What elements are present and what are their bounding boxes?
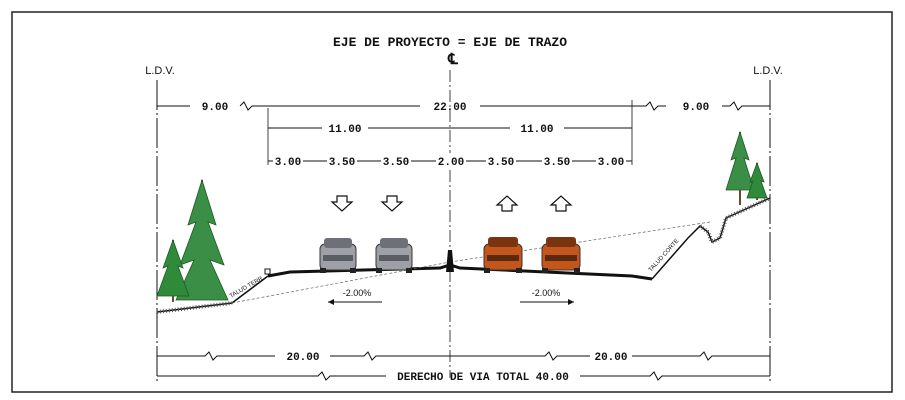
lane-direction-arrows: [330, 195, 573, 212]
dim-row-left: 20.00: [286, 352, 319, 364]
lane-dim-6: 3.00: [598, 157, 624, 169]
page-title: EJE DE PROYECTO = EJE DE TRAZO: [333, 35, 567, 50]
dim-row-total: DERECHO DE VIA TOTAL 40.00: [397, 372, 569, 384]
talud-left-label: TALUD TERR.: [229, 275, 266, 300]
car-gray-2: [375, 238, 413, 273]
dim-total-crown: 22.00: [433, 102, 466, 114]
existing-ground-left: [231, 261, 451, 304]
lane-dim-4: 3.50: [488, 157, 514, 169]
tree-left-small: [156, 238, 190, 302]
median-barrier: [446, 250, 454, 272]
car-orange-2: [541, 237, 581, 273]
dim-right-margin: 9.00: [683, 102, 709, 114]
tree-right-large: [725, 130, 755, 205]
arrow-down-icon: [380, 195, 404, 212]
dim-row-top: [157, 101, 770, 111]
lane-dim-0: 3.00: [275, 157, 301, 169]
ldv-right-label: L.D.V.: [753, 65, 783, 77]
car-gray-1: [319, 238, 357, 273]
lane-dim-5: 3.50: [544, 157, 570, 169]
lane-dim-2: 3.50: [383, 157, 409, 169]
ldv-left-label: L.D.V.: [145, 65, 175, 77]
lane-labels: 3.00 3.50 3.50 2.00 3.50 3.50 3.00: [273, 153, 626, 169]
drawing-frame: [11, 11, 893, 393]
slope-right-label: -2.00%: [532, 288, 561, 298]
lane-dim-1: 3.50: [329, 157, 355, 169]
car-orange-1: [483, 237, 523, 273]
arrow-up-icon: [549, 195, 573, 212]
tree-right-small: [746, 161, 768, 200]
existing-ground-right: [449, 221, 711, 263]
terrain-left-hatch: [156, 301, 233, 314]
slope-left-label: -2.00%: [343, 288, 372, 298]
talud-right-label: TALUD CORTE: [648, 238, 680, 273]
dim-half-left: 11.00: [328, 124, 361, 136]
dim-row-bottom-total: [157, 371, 770, 381]
lane-dim-3: 2.00: [438, 157, 464, 169]
tree-left-large: [175, 178, 229, 301]
dim-row-bottom-halves: [157, 351, 770, 361]
terrain-right-hatch: [698, 196, 771, 245]
arrow-up-icon: [495, 195, 519, 212]
edge-marker: [264, 268, 271, 275]
dim-left-margin: 9.00: [202, 102, 228, 114]
centerline-symbol: ℄: [447, 52, 458, 69]
dim-half-right: 11.00: [520, 124, 553, 136]
dim-row-right: 20.00: [594, 352, 627, 364]
arrow-down-icon: [330, 195, 354, 212]
terrain-right: [651, 197, 771, 280]
